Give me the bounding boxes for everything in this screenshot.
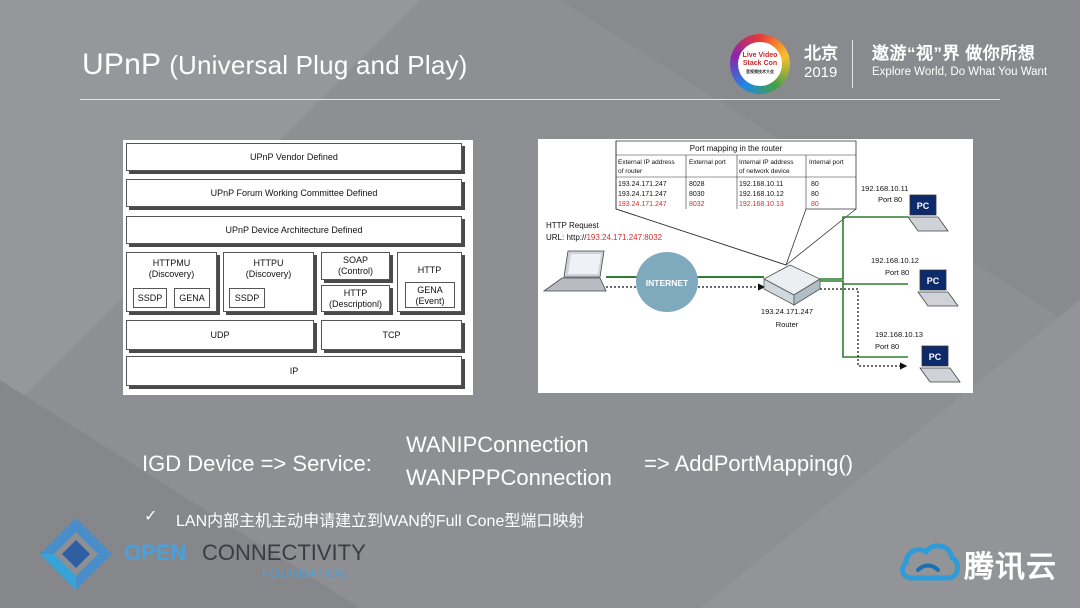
checkmark-icon: ✓ xyxy=(144,508,158,525)
router-ip: 193.24.171.247 xyxy=(761,307,813,316)
title-main: UPnP xyxy=(82,48,161,81)
svg-text:80: 80 xyxy=(811,201,819,208)
client-laptop-icon xyxy=(542,250,607,292)
layer-architecture: UPnP Device Architecture Defined xyxy=(126,216,462,244)
svg-text:193.24.171.247: 193.24.171.247 xyxy=(618,201,667,208)
box-gena-event: GENA (Event) xyxy=(405,282,455,308)
box-gena-1: GENA xyxy=(174,288,210,308)
box-ssdp-1: SSDP xyxy=(133,288,167,308)
th-internal-ip: Internal IP address xyxy=(739,159,794,166)
pc-ip: 192.168.10.11 xyxy=(861,184,908,193)
pc-icon: PC xyxy=(917,269,959,307)
http-request-url: URL: http://193.24.171.247:8032 xyxy=(546,233,663,242)
svg-text:of network device: of network device xyxy=(739,168,790,175)
port-mapping-diagram: Port mapping in the router External IP a… xyxy=(538,139,973,393)
th-external-port: External port xyxy=(689,159,726,166)
svg-text:80: 80 xyxy=(811,181,819,188)
pc-port: Port 80 xyxy=(878,195,902,204)
pc-ip: 192.168.10.12 xyxy=(871,256,919,265)
ocf-word-foundation: FOUNDATION xyxy=(262,566,347,581)
upnp-protocol-stack: UPnP Vendor Defined UPnP Forum Working C… xyxy=(123,140,473,395)
router-icon xyxy=(763,264,821,306)
svg-text:8028: 8028 xyxy=(689,181,705,188)
box-ssdp-2: SSDP xyxy=(229,288,265,308)
pc-port: Port 80 xyxy=(875,342,899,351)
formula-right: => AddPortMapping() xyxy=(644,451,854,476)
layer-udp: UDP xyxy=(126,320,314,350)
pc-ip: 192.168.10.13 xyxy=(875,330,923,339)
layer-tcp: TCP xyxy=(321,320,462,350)
svg-text:193.24.171.247: 193.24.171.247 xyxy=(618,191,667,198)
svg-text:PC: PC xyxy=(917,201,930,211)
event-year: 2019 xyxy=(804,64,838,81)
table-title: Port mapping in the router xyxy=(690,144,783,153)
event-city: 北京 xyxy=(804,44,838,63)
ocf-diamond-icon xyxy=(40,518,112,590)
table-row-highlighted: 193.24.171.247 8032 192.168.10.13 80 xyxy=(618,201,819,208)
tencent-cloud-icon xyxy=(900,543,960,581)
svg-text:192.168.10.13: 192.168.10.13 xyxy=(739,201,784,208)
layer-soap: SOAP (Control) xyxy=(321,252,390,280)
ocf-word-connectivity: CONNECTIVITY xyxy=(202,540,366,565)
th-external-ip: External IP address xyxy=(618,159,675,166)
note-text: LAN内部主机主动申请建立到WAN的Full Cone型端口映射 xyxy=(176,513,585,530)
header-separator xyxy=(852,40,853,88)
igd-formula: IGD Device => Service: WANIPConnection W… xyxy=(0,430,1080,500)
svg-text:193.24.171.247: 193.24.171.247 xyxy=(618,181,667,188)
svg-text:8030: 8030 xyxy=(689,191,705,198)
svg-text:PC: PC xyxy=(927,276,940,286)
svg-text:8032: 8032 xyxy=(689,201,705,208)
svg-text:192.168.10.12: 192.168.10.12 xyxy=(739,191,784,198)
slide-title: UPnP (Universal Plug and Play) xyxy=(82,48,468,82)
event-city-year: 北京 2019 xyxy=(804,44,838,82)
ocf-word-open: OPEN xyxy=(124,540,186,565)
tencent-cloud-name: 腾讯云 xyxy=(964,551,1057,584)
layer-vendor: UPnP Vendor Defined xyxy=(126,143,462,171)
internet-label: INTERNET xyxy=(646,278,689,288)
layer-forum: UPnP Forum Working Committee Defined xyxy=(126,179,462,207)
livevideo-stackcon-logo: Live Video Stack Con 音视频技术大会 xyxy=(730,34,790,94)
slogan-cn: 遨游“视”界 做你所想 xyxy=(872,44,1036,63)
pc-icon: PC xyxy=(907,194,949,232)
svg-text:PC: PC xyxy=(929,352,942,362)
router-label: Router xyxy=(776,320,799,329)
table-row: 193.24.171.247 8030 192.168.10.12 80 xyxy=(618,191,819,198)
internet-cloud xyxy=(636,252,698,312)
pc-icon: PC xyxy=(919,345,961,383)
service-wanppp: WANPPPConnection xyxy=(406,465,612,490)
layer-ip: IP xyxy=(126,356,462,386)
layer-http-description: HTTP (Descriptionl) xyxy=(321,285,390,312)
title-paren: (Universal Plug and Play) xyxy=(169,50,468,80)
slogan-en: Explore World, Do What You Want xyxy=(872,66,1048,78)
svg-text:80: 80 xyxy=(811,191,819,198)
svg-text:192.168.10.11: 192.168.10.11 xyxy=(739,181,783,188)
event-slogan: 遨游“视”界 做你所想 Explore World, Do What You W… xyxy=(872,44,1047,80)
svg-text:of router: of router xyxy=(618,168,643,175)
tencent-cloud-logo: 腾讯云 xyxy=(898,538,1056,587)
formula-left: IGD Device => Service: xyxy=(142,451,372,476)
title-divider xyxy=(80,99,1000,100)
th-internal-port: Internal port xyxy=(809,159,844,166)
ocf-logo: OPEN CONNECTIVITY FOUNDATION xyxy=(40,518,366,590)
http-request-label: HTTP Request xyxy=(546,221,600,230)
table-row: 193.24.171.247 8028 192.168.10.11 80 xyxy=(618,181,819,188)
pc-port: Port 80 xyxy=(885,268,909,277)
service-wanip: WANIPConnection xyxy=(406,432,589,457)
